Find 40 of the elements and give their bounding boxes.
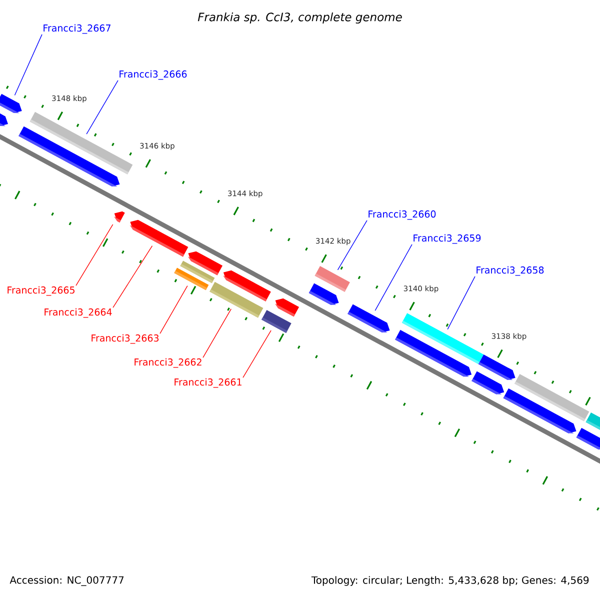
accession-text: Accession: NC_007777 xyxy=(10,576,124,586)
leader-line xyxy=(14,34,42,96)
leader-line xyxy=(447,276,476,330)
gene-bar xyxy=(586,412,600,430)
gene-label: Francci3_2658 xyxy=(476,266,544,276)
gene-bar xyxy=(262,310,292,333)
gene-block xyxy=(274,298,300,317)
title: Frankia sp. CcI3, complete genome xyxy=(198,12,402,24)
gene-label: Francci3_2667 xyxy=(44,24,110,34)
gene-block xyxy=(0,94,22,114)
gene-block xyxy=(348,304,390,333)
leader-line xyxy=(86,80,118,134)
gene-label: Francci3_2663 xyxy=(92,334,159,344)
gene-block xyxy=(18,126,120,186)
gene-block xyxy=(395,330,472,377)
gene-label: Francci3_2664 xyxy=(44,308,112,318)
gene-block xyxy=(308,283,339,305)
leader-line xyxy=(242,330,272,378)
gene-bar xyxy=(174,268,209,290)
gene-label: Francci3_2659 xyxy=(414,234,481,244)
gene-block xyxy=(503,388,576,434)
genome-info-text: Topology: circular; Length: 5,433,628 bp; Genes: 4,569 xyxy=(311,576,589,586)
gene-block xyxy=(576,428,600,450)
gene-block xyxy=(130,220,188,257)
leader-line xyxy=(337,220,368,270)
gene-label: Francci3_2661 xyxy=(174,378,242,388)
gene-block xyxy=(114,211,125,222)
gene-block xyxy=(472,371,504,394)
gene-block xyxy=(223,270,271,302)
leader-line xyxy=(202,308,232,358)
gene-label: Francci3_2662 xyxy=(134,358,202,368)
gene-block xyxy=(188,251,222,276)
gene-label: Francci3_2660 xyxy=(368,210,436,220)
leader-line xyxy=(160,285,188,334)
leader-line xyxy=(112,245,153,308)
leader-line xyxy=(374,244,412,311)
gene-label: Francci3_2666 xyxy=(120,70,187,80)
gene-block xyxy=(0,113,8,126)
gene-label: Francci3_2665 xyxy=(8,286,74,296)
leader-line xyxy=(76,224,114,286)
